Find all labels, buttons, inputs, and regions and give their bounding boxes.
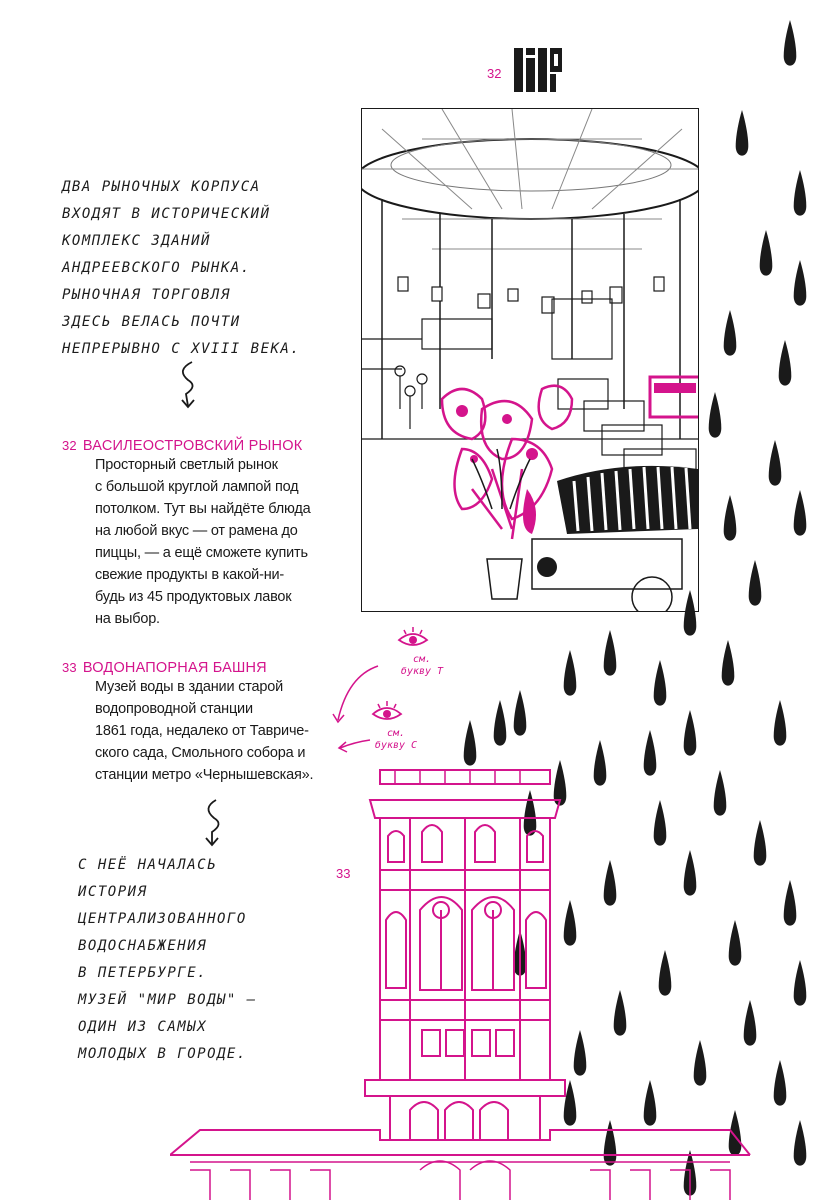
entry-line: свежие продукты в какой-ни- [95,567,285,583]
entry-line: пиццы, — а ещё сможете купить [95,545,308,561]
entry-line: Музей воды в здании старой [95,679,284,695]
handwritten-line: Рыночная торговля [62,287,231,303]
entry-line: водопроводной станции [95,701,253,717]
market-interior-drawing [362,109,698,611]
handwritten-line: комплекс зданий [62,233,211,249]
entry-line: на выбор. [95,611,160,627]
eye-note-t: см. букву Т [382,626,462,678]
entry-heading: 32 ВАСИЛЕОСТРОВСКИЙ РЫНОК [62,438,352,454]
entry-heading: 33 ВОДОНАПОРНАЯ БАШНЯ [62,660,352,676]
publisher-logo-icon [514,48,562,92]
handwritten-line: Музей "Мир воды" — [78,992,257,1008]
eye-note-text: см. букву С [356,728,436,752]
entry-line: Просторный светлый рынок [95,457,278,473]
eye-icon [371,701,403,720]
tower-number-mark: 33 [336,866,351,881]
water-tower-illustration [170,769,751,1200]
eye-note-line: букву С [374,740,418,751]
handwritten-note-market: Два рыночных корпуса входят в историческ… [62,174,362,363]
market-illustration [361,108,699,612]
entry-number: 33 [62,660,77,675]
arrow-down-icon [205,799,220,847]
eye-note-line: см. [386,728,406,739]
handwritten-line: история [78,884,148,900]
handwritten-line: непрерывно с XVIII века. [62,341,301,357]
handwritten-line: водоснабжения [78,938,208,954]
handwritten-note-tower: С неё началась история централизованного… [78,852,348,1068]
entry-line: потолком. Тут вы найдёте блюда [95,501,311,517]
handwritten-line: здесь велась почти [62,314,241,330]
entry-line: будь из 45 продуктовых лавок [95,589,292,605]
handwritten-line: входят в исторический [62,206,271,222]
page-number: 32 [487,66,502,81]
eye-icon [397,627,429,646]
entry-description: Просторный светлый рынок с большой кругл… [95,454,352,630]
eye-note-text: см. букву Т [382,654,462,678]
handwritten-line: молодых в городе. [78,1046,247,1062]
eye-note-c: см. букву С [356,700,436,752]
entry-line: на любой вкус — от рамена до [95,523,298,539]
entry-number: 32 [62,438,77,453]
eye-note-line: букву Т [400,666,444,677]
entry-title: ВОДОНАПОРНАЯ БАШНЯ [82,660,267,676]
entry-title: ВАСИЛЕОСТРОВСКИЙ РЫНОК [82,438,303,454]
handwritten-line: один из самых [78,1019,208,1035]
arrow-down-icon [181,361,195,409]
entry-line: станции метро «Чернышевская». [95,767,314,783]
handwritten-line: С неё началась [78,857,218,873]
handwritten-line: в Петербурге. [78,965,208,981]
eye-note-line: см. [412,654,432,665]
entry-line: ского сада, Смольного собора и [95,745,306,761]
handwritten-line: централизованного [78,911,247,927]
entry-description: Музей воды в здании старой водопроводной… [95,676,352,786]
entry-line: 1861 года, недалеко от Тавриче- [95,723,309,739]
handwritten-line: Андреевского рынка. [62,260,251,276]
handwritten-line: Два рыночных корпуса [62,179,261,195]
pointer-arrow-icon [332,665,379,753]
entry-line: с большой круглой лампой под [95,479,299,495]
entry-water-tower: 33 ВОДОНАПОРНАЯ БАШНЯ Музей воды в здани… [62,660,352,786]
entry-vasileostrovsky-market: 32 ВАСИЛЕОСТРОВСКИЙ РЫНОК Просторный све… [62,438,352,630]
